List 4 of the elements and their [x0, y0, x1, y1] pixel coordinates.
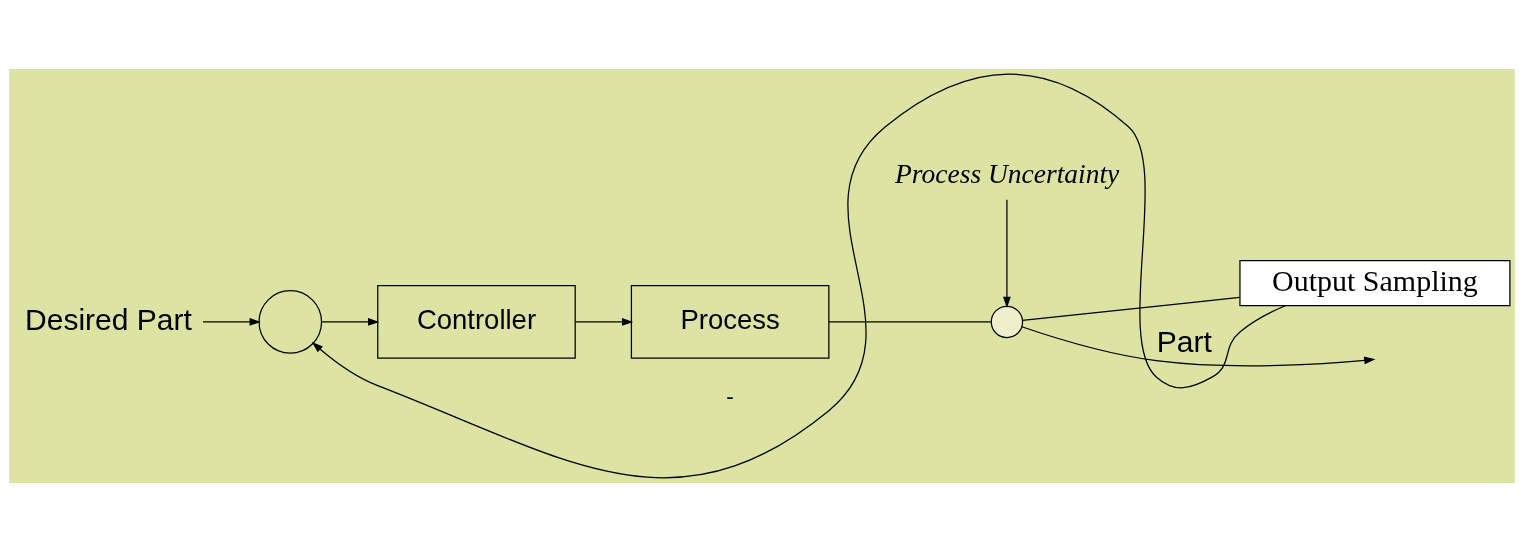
node-text: Process Uncertainty [895, 158, 1120, 189]
edge-label: - [726, 383, 734, 409]
node-text: Desired Part [25, 302, 192, 336]
edge-label: Part [1156, 324, 1212, 358]
